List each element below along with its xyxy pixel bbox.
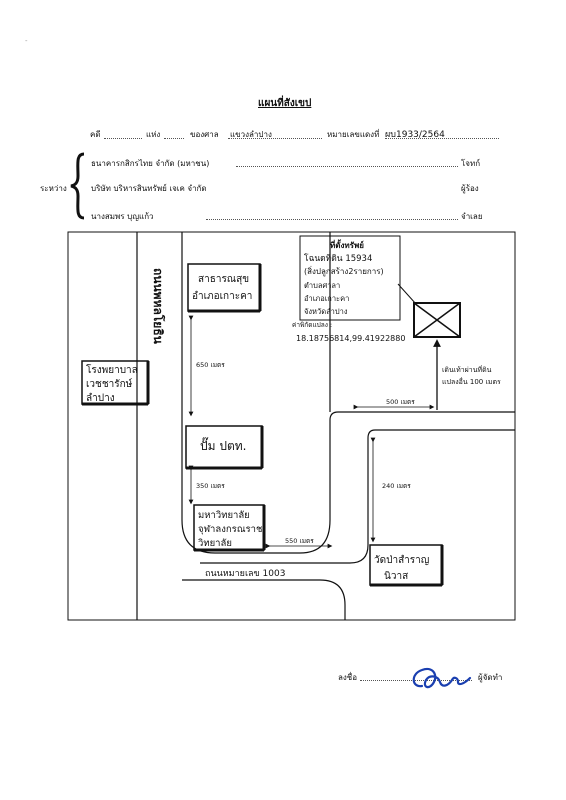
university-line3: วิทยาลัย [197,538,232,549]
road-bottom-label: ถนนหมายเลข 1003 [205,569,285,579]
road-vertical-label: ถนนพหลโยธิน [151,268,166,345]
creditor-role: ผู้ร้อง [461,184,479,193]
corner-mark: - [25,37,28,45]
between-label: ระหว่าง [40,184,67,193]
sign-role: ผู้จัดทำ [478,673,503,682]
dist-650-label: 650 เมตร [196,361,225,369]
sign-label: ลงชื่อ [338,673,358,682]
coord-label: ค่าพิกัดแปลง : [292,321,332,329]
property-deed: โฉนดที่ดิน 15934 [304,252,372,264]
health-office-line2: อำเภอเกาะคา [192,291,252,302]
defendant-name: นางสมพร บุญแก้ว [91,212,154,221]
walk-note-line1: เดินเท้าผ่านที่ดิน [442,365,492,374]
sign-dots [360,680,472,681]
court-dots [228,138,322,139]
dist-350-label: 350 เมตร [196,482,225,490]
case-label: คดี [90,130,101,139]
temple-line2: นิวาส [384,571,408,582]
property-buildings: (สิ่งปลูกสร้าง2รายการ) [304,265,384,277]
road-inner-path [200,429,515,564]
property-title: ที่ตั้งทรัพย์ [330,239,364,250]
brace-icon [70,152,85,220]
property-province: จังหวัดลำปาง [304,307,348,316]
dist-550-label: 550 เมตร [285,537,314,545]
walk-note-line2: แปลงอื่น 100 เมตร [442,377,501,386]
property-district: อำเภอเกาะคา [304,294,349,303]
coord-value: 18.18756814,99.41922880 [296,334,405,343]
number-dots [385,138,499,139]
plaintiff-role: โจทก์ [461,159,481,168]
defendant-role: จำเลย [461,212,483,221]
number-value: ผบ1933/2564 [385,130,445,140]
property-parcel-marker [413,302,461,338]
plaintiff-dots [236,166,458,167]
court-label: ของศาล [190,130,219,139]
dist-500-label: 500 เมตร [386,398,415,406]
page-title: แผนที่สังเขป [258,98,312,109]
of-label: แห่ง [146,130,161,139]
hospital-line3: ลำปาง [86,393,115,404]
health-office-line1: สาธารณสุข [198,274,249,285]
hospital-line1: โรงพยาบาล [86,363,138,376]
road-curve-upper [181,411,515,554]
temple-line1: วัดป่าสำราญ [374,555,429,566]
handwritten-signature [412,667,472,689]
case-dots [104,138,142,139]
property-leader-line [397,283,417,305]
creditor-name: บริษัท บริหารสินทรัพย์ เจเค จำกัด [91,184,207,193]
number-label: หมายเลขแดงที่ [327,130,380,139]
university-line1: มหาวิทยาลัย [198,510,250,521]
property-subdistrict: ตำบลศาลา [304,281,340,290]
of-dots [164,138,184,139]
property-info-box [299,235,401,321]
gas-station-label: ปั๊ม ปตท. [200,437,246,453]
dist-240-label: 240 เมตร [382,482,411,490]
map-frame [67,231,516,621]
university-line2: จุฬาลงกรณราช [198,524,263,535]
court-name: แขวงลำปาง [230,130,272,139]
road-bottom-edge [182,579,346,620]
defendant-dots [206,219,458,220]
hospital-line2: เวชชารักษ์ [86,378,133,390]
plaintiff-name: ธนาคารกสิกรไทย จำกัด (มหาชน) [91,159,210,168]
health-office-box [187,263,261,312]
